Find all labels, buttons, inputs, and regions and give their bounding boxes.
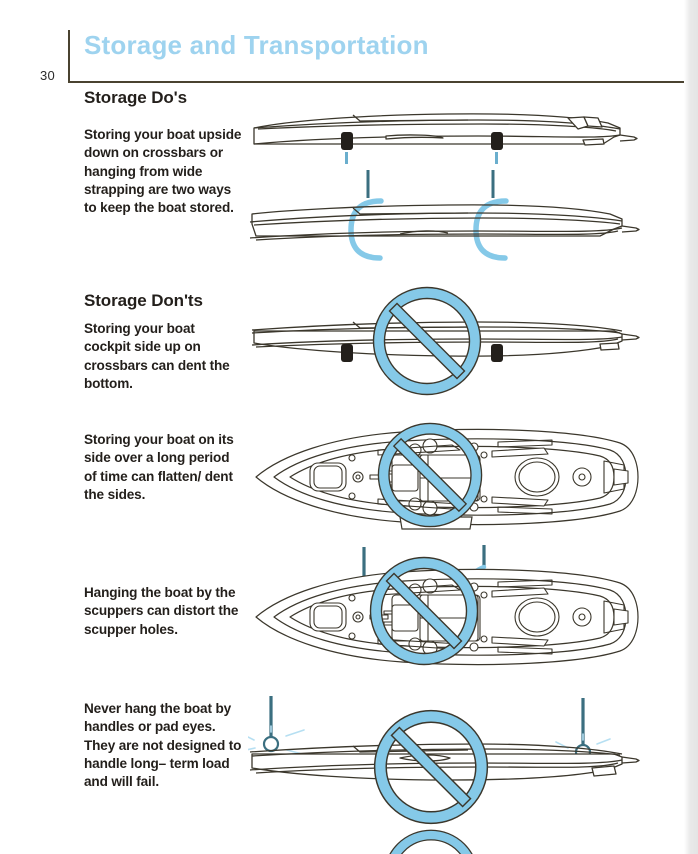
manual-page: 30 Storage and Transportation Storage Do…	[0, 22, 684, 854]
illustration-kayak-upside-down-on-crossbars	[248, 104, 648, 164]
strap-lines	[366, 170, 495, 198]
illustration-kayak-hanging-from-wide-straps	[248, 168, 648, 268]
prohibition-sign-cockpit-up	[371, 285, 483, 402]
crossbar-pad-left	[341, 132, 353, 150]
prohibition-sign-cut-off	[376, 828, 486, 854]
page-right-edge	[684, 0, 698, 854]
prohibition-sign-scuppers	[368, 555, 480, 672]
heading-storage-dos: Storage Do's	[84, 88, 187, 107]
paragraph-pad-eyes: Never hang the boat by handles or pad ey…	[84, 701, 242, 790]
prohibition-sign-pad-eyes	[372, 708, 490, 831]
heading-storage-donts: Storage Don'ts	[84, 291, 203, 310]
crossbar-post-right	[495, 152, 498, 164]
page-header: 30 Storage and Transportation	[0, 22, 684, 83]
scupper-hanger-lines	[362, 545, 486, 581]
crossbar-post-left	[345, 152, 348, 164]
paragraph-storage-dos: Storing your boat upside down on crossba…	[84, 127, 242, 216]
header-horizontal-rule	[68, 81, 684, 83]
crossbar-pad-right	[491, 132, 503, 150]
page-number: 30	[40, 68, 56, 83]
prohibition-sign-on-side	[376, 421, 484, 534]
crossbar-pad-left	[341, 344, 353, 362]
page-title: Storage and Transportation	[84, 30, 429, 60]
crossbar-pad-right	[491, 344, 503, 362]
header-vertical-rule	[68, 30, 70, 83]
paragraph-scuppers: Hanging the boat by the scuppers can dis…	[84, 585, 239, 637]
paragraph-cockpit-up: Storing your boat cockpit side up on cro…	[84, 321, 230, 391]
paragraph-on-its-side: Storing your boat on its side over a lon…	[84, 432, 234, 502]
